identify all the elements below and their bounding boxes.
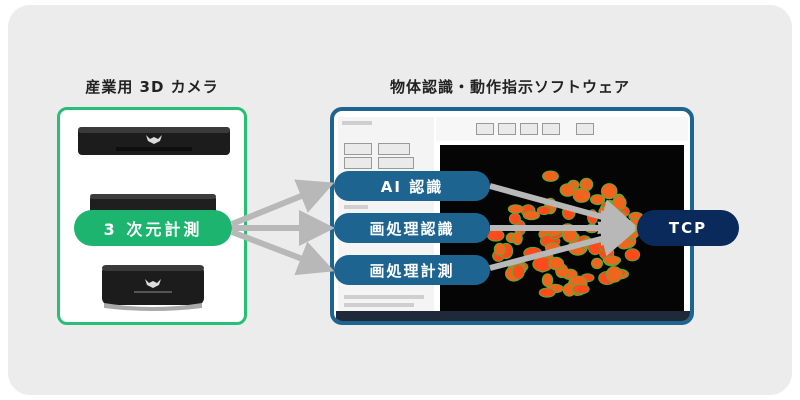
- toolbar: [436, 117, 688, 141]
- detected-object: [522, 210, 541, 221]
- detected-object: [572, 187, 591, 203]
- detected-object: [548, 256, 565, 271]
- detected-object: [605, 266, 623, 283]
- detected-object: [541, 273, 554, 288]
- tcp-node: TCP: [637, 210, 739, 246]
- detected-object: [571, 283, 590, 295]
- bat-logo-icon: [145, 279, 161, 288]
- arrow-measurement-to-tcp: [489, 221, 637, 271]
- detected-object: [559, 183, 576, 197]
- camera-device-1: [78, 127, 230, 155]
- arrow-to-image-measurement: [230, 229, 335, 276]
- camera-device-3: [102, 265, 204, 311]
- image-measurement-node: 画処理計測: [334, 255, 490, 285]
- arrow-to-ai: [230, 179, 335, 227]
- detected-object: [512, 264, 525, 280]
- detected-object: [538, 287, 556, 298]
- software-heading: 物体認識・動作指示ソフトウェア: [389, 78, 630, 96]
- arrow-ai-to-tcp: [489, 183, 637, 235]
- ai-recognition-node: AI 認識: [334, 171, 490, 201]
- detected-object: [536, 205, 552, 216]
- detected-object: [600, 183, 618, 200]
- detected-object: [507, 204, 524, 214]
- detected-object: [512, 231, 523, 246]
- detected-object: [590, 257, 603, 270]
- taskbar: [336, 311, 690, 321]
- detected-object: [542, 170, 559, 182]
- bat-logo-icon: [146, 135, 162, 144]
- detected-object: [493, 242, 506, 256]
- camera-heading: 産業用 3D カメラ: [85, 78, 219, 96]
- image-recognition-node: 画処理認識: [334, 213, 490, 243]
- measurement-node: 3 次元計測: [74, 210, 232, 246]
